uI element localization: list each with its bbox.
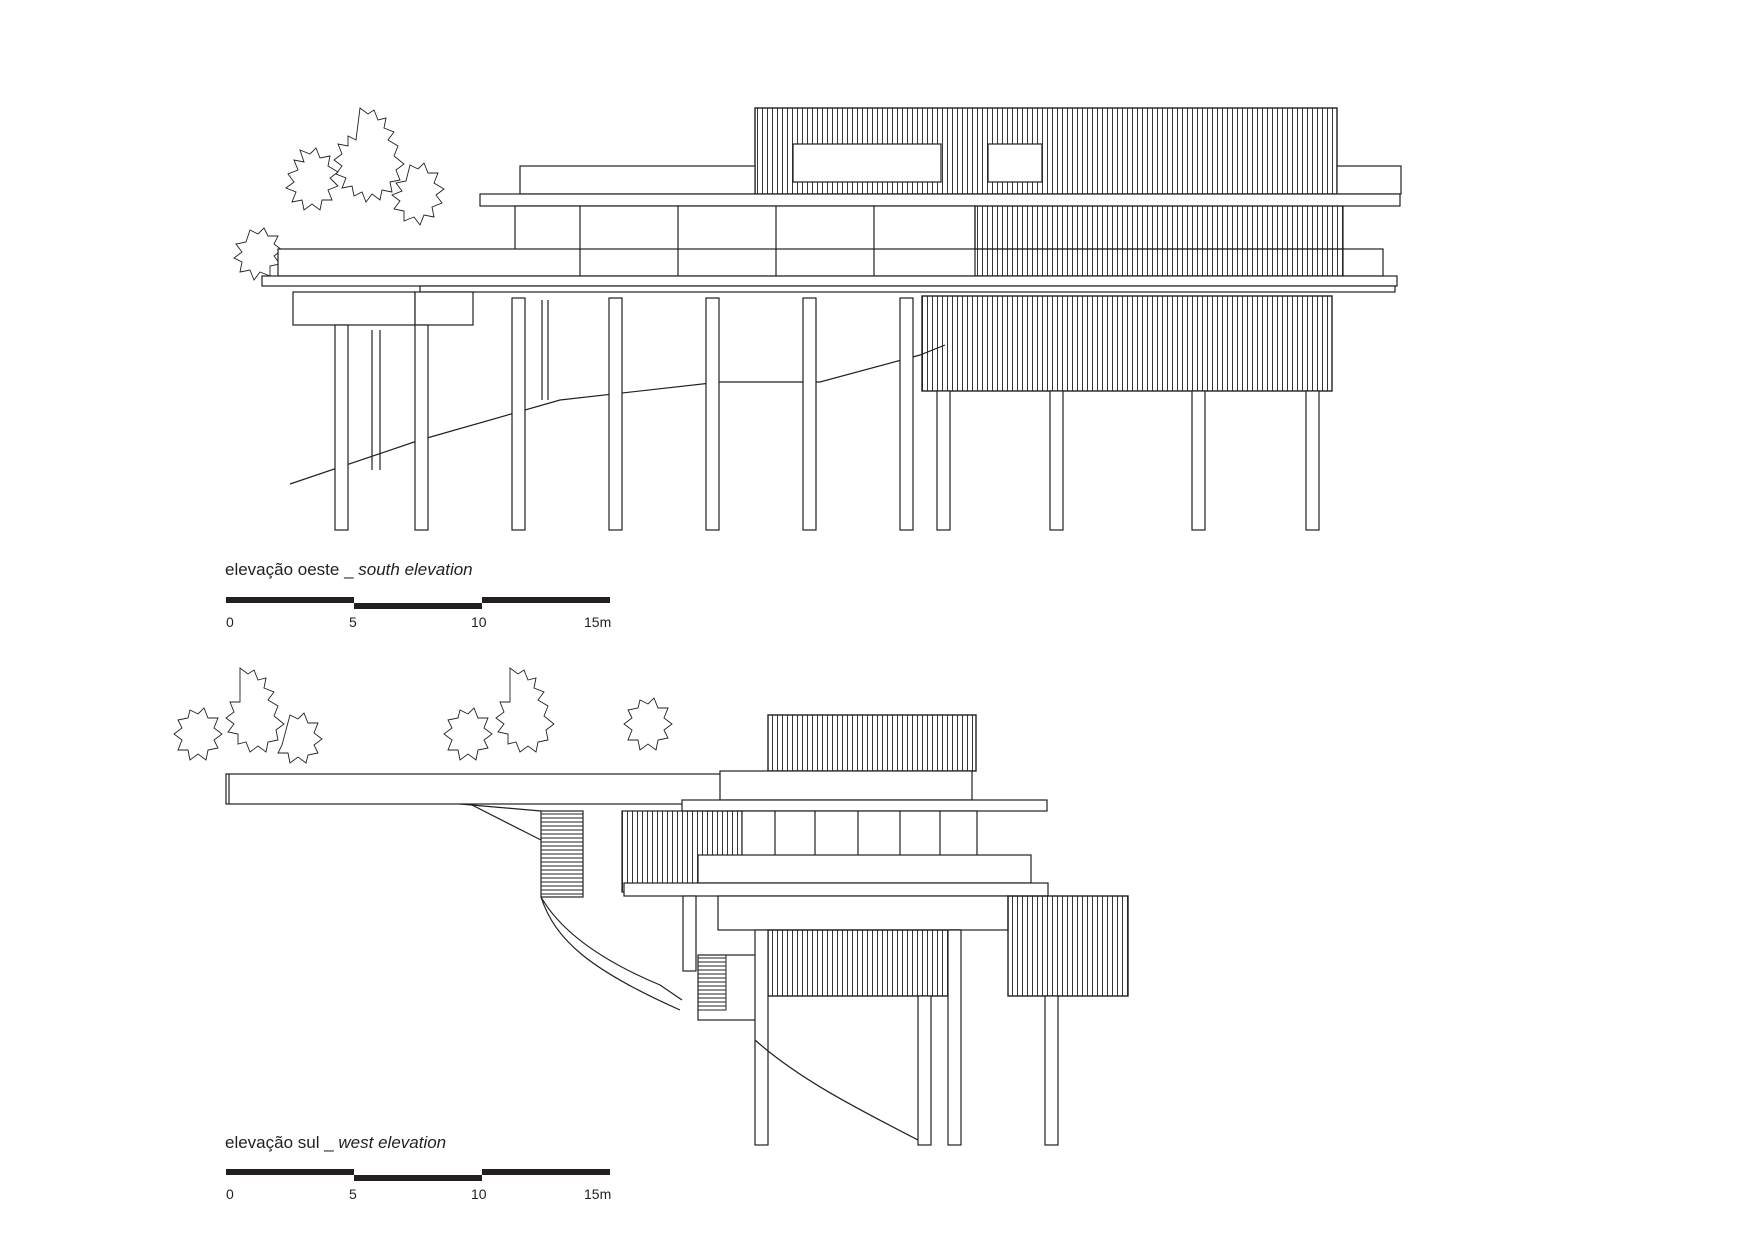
columns-west (682, 895, 1059, 1146)
scale-bar-south: 0 5 10 15m (226, 597, 611, 630)
lower-box-small (414, 291, 474, 326)
lower-stair (697, 954, 727, 1011)
columns-south (334, 297, 1320, 531)
svg-text:elevação oeste _ south elevati: elevação oeste _ south elevation (225, 560, 473, 579)
scale-tick-15m: 15m (584, 1186, 611, 1202)
scale-tick-5: 5 (349, 1186, 357, 1202)
main-floor-slab (261, 275, 1398, 287)
caption-south: elevação oeste _ south elevation (225, 560, 473, 579)
caption-west-italic: west elevation (338, 1133, 446, 1152)
scale-tick-5: 5 (349, 614, 357, 630)
trees-west (173, 667, 673, 764)
caption-south-italic: south elevation (358, 560, 472, 579)
lower-volume-cladding (921, 295, 1333, 392)
floor-beam (419, 285, 1396, 293)
tree-left-top (233, 107, 549, 470)
scale-tick-0: 0 (226, 614, 234, 630)
terrain-line-west (754, 1039, 919, 1141)
lower-box-left (292, 291, 416, 326)
long-cantilever-slab (225, 773, 723, 805)
roof-parapet-right (1336, 165, 1402, 195)
balcony-parapet-west (697, 854, 1032, 884)
floor-slab-west (623, 882, 1049, 897)
caption-west: elevação sul _ west elevation (225, 1133, 446, 1152)
svg-text:elevação sul _ west elevation: elevação sul _ west elevation (225, 1133, 446, 1152)
stair-stringer (540, 896, 683, 1001)
west-elevation-drawing (173, 667, 1129, 1146)
roof-parapet-west (719, 770, 973, 801)
roof-slab (479, 193, 1401, 207)
upper-window-small (987, 143, 1043, 183)
roof-slab-west (681, 799, 1048, 812)
caption-west-label: elevação sul _ (225, 1133, 338, 1152)
lower-volume-west-right (1007, 895, 1129, 997)
scale-tick-10: 10 (471, 614, 487, 630)
scale-tick-0: 0 (226, 1186, 234, 1202)
stair-block (540, 810, 584, 898)
lower-box-west (717, 895, 1009, 931)
caption-south-label: elevação oeste _ (225, 560, 358, 579)
scale-tick-15m: 15m (584, 614, 611, 630)
upper-window-wide (792, 143, 942, 183)
scale-bar-west: 0 5 10 15m (226, 1169, 611, 1202)
south-elevation-drawing (233, 107, 1402, 531)
lower-volume-west (767, 929, 961, 997)
upper-volume-west (767, 714, 977, 772)
scale-tick-10: 10 (471, 1186, 487, 1202)
roof-parapet-left (519, 165, 756, 195)
